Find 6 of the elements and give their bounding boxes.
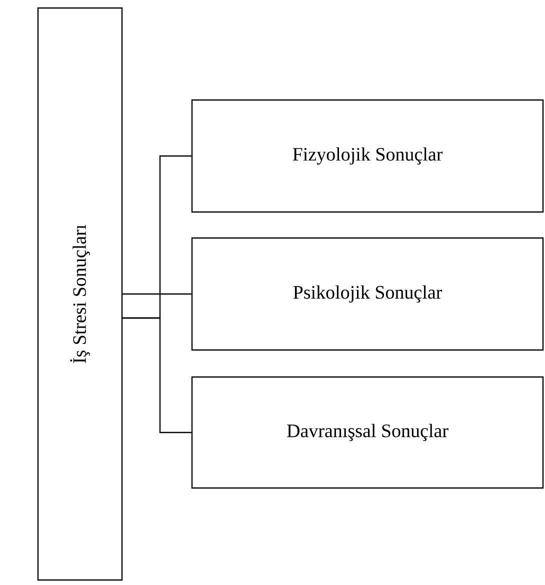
connector-line bbox=[122, 317, 192, 434]
box: Davranışsal Sonuçlar bbox=[191, 376, 544, 489]
box: Psikolojik Sonuçlar bbox=[191, 237, 544, 351]
box: Fizyolojik Sonuçlar bbox=[191, 99, 544, 213]
connector-line bbox=[122, 293, 192, 295]
box: İş Stresi Sonuçları bbox=[37, 7, 123, 581]
